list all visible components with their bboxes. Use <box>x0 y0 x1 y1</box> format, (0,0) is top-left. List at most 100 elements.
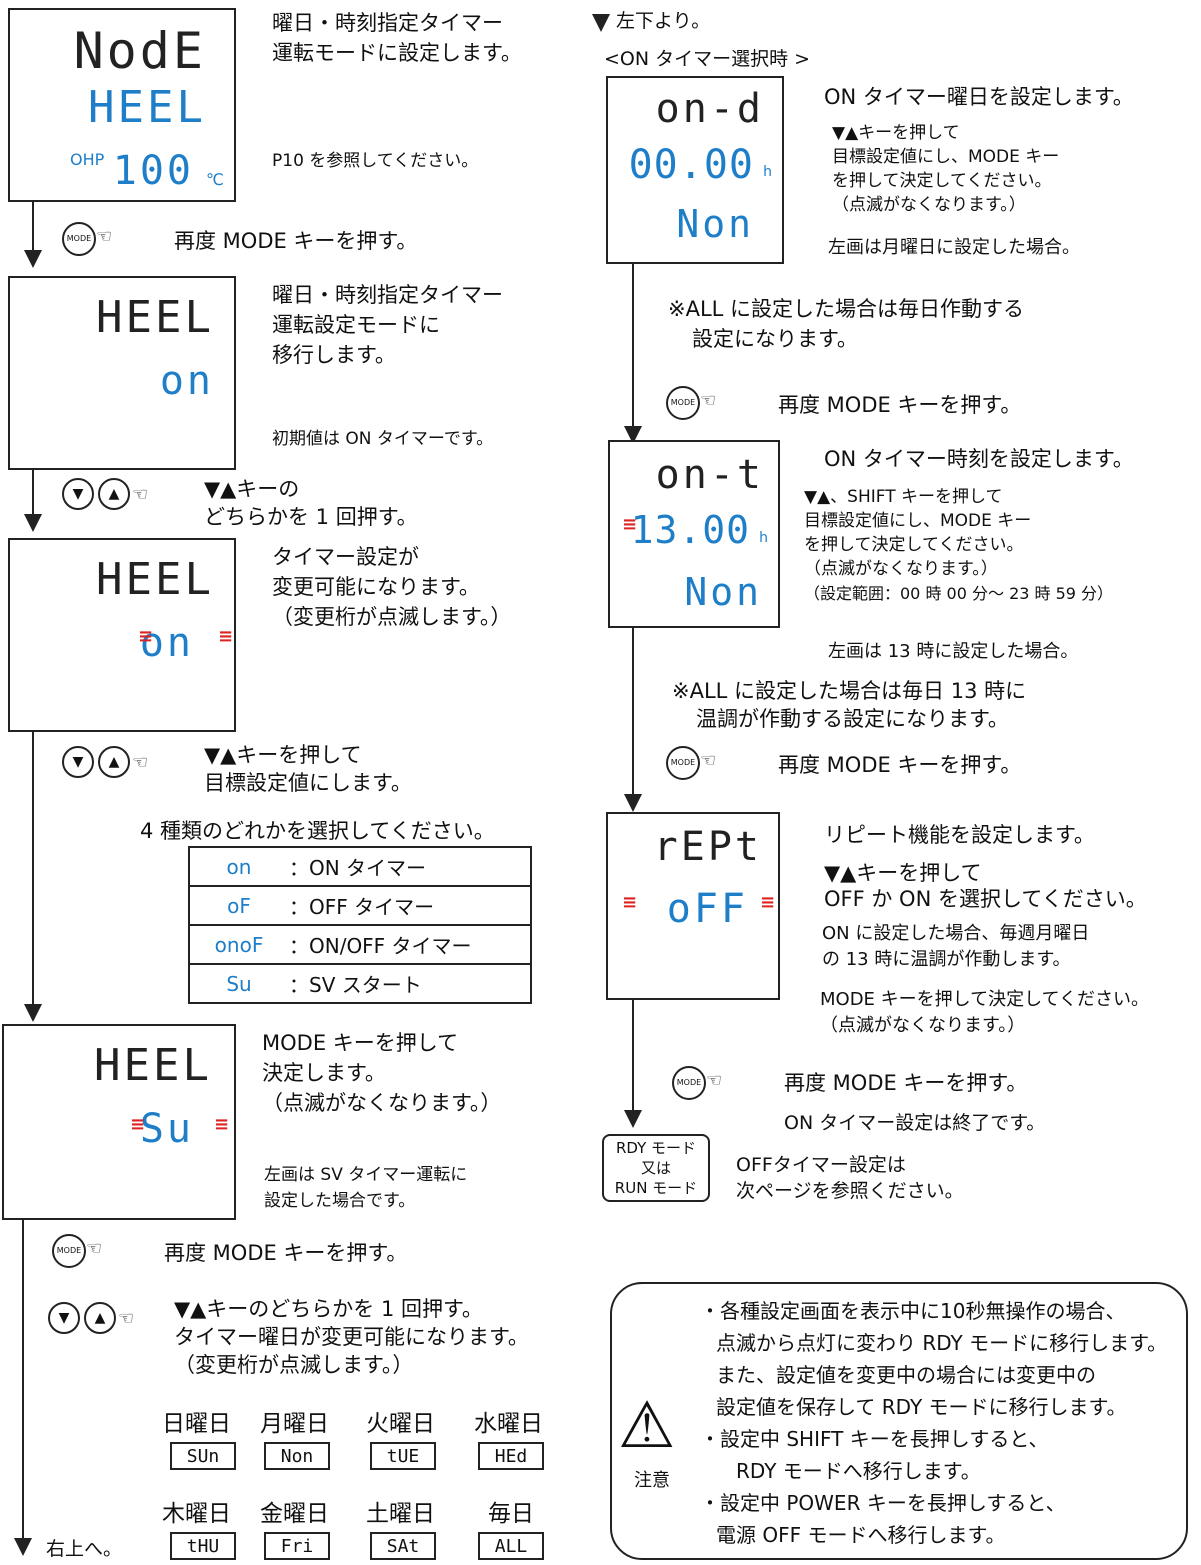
all-note1-line1: ※ALL に設定した場合は毎日作動する <box>668 297 1025 321</box>
off-ref-line2: 次ページを参照ください。 <box>736 1180 964 1202</box>
press-hand-icon: ☜ <box>96 226 113 247</box>
desc7c-line2: の 13 時に温調が作動します。 <box>822 949 1071 970</box>
flow-line <box>632 1000 634 1112</box>
desc7d-line1: MODE キーを押して決定してください。 <box>820 989 1150 1010</box>
desc7c-line1: ON に設定した場合、毎週月曜日 <box>822 923 1090 944</box>
day-code: ALL <box>478 1532 544 1560</box>
blink-marks-icon: ≡ <box>760 892 776 913</box>
desc5b-line2: 目標設定値にし、MODE キー <box>832 147 1060 167</box>
desc6b-line4: （点滅がなくなります。） <box>804 559 998 579</box>
caution-line5: ・設定中 SHIFT キーを長押しすると、 <box>700 1427 1049 1451</box>
day-label: 土曜日 <box>366 1501 435 1527</box>
desc1-line1: 曜日・時刻指定タイマー <box>272 11 503 35</box>
desc4-line1: MODE キーを押して <box>262 1031 459 1055</box>
ref1: P10 を参照してください。 <box>272 151 479 171</box>
lcd-display-on-day: on-d 00.00 h Non <box>606 76 784 264</box>
option-code: onoF <box>188 924 288 965</box>
option-row: on ：ON タイマー <box>188 846 532 887</box>
day-code: tHU <box>170 1532 236 1560</box>
caution-line8: 電源 OFF モードへ移行します。 <box>716 1523 1006 1547</box>
all-note2-line2: 温調が作動する設定になります。 <box>696 707 1009 731</box>
mode-key-icon: MODE <box>672 1066 706 1100</box>
option-row: onoF ：ON/OFF タイマー <box>188 924 532 965</box>
step-mode1: 再度 MODE キーを押す。 <box>174 229 418 253</box>
lcd-display-on-time: on-t 13.00 h ≡ Non <box>608 440 780 628</box>
lcd-top-text: HEEL <box>96 292 214 343</box>
lcd-mid-text: 13.00 <box>630 508 750 552</box>
down-key-icon: ▼ <box>62 478 94 510</box>
flow-line <box>632 628 634 796</box>
rdy-run-mode-box: RDY モード 又は RUN モード <box>602 1134 710 1202</box>
desc6: ON タイマー時刻を設定します。 <box>824 447 1134 471</box>
day-label: 毎日 <box>488 1501 534 1527</box>
caution-panel: ⚠ 注意 ・各種設定画面を表示中に10秒無操作の場合、 点滅から点灯に変わり R… <box>610 1282 1188 1560</box>
option-label: ：SV スタート <box>288 963 532 1004</box>
step-arrow1-line1: ▼▲キーの <box>204 477 300 501</box>
lcd-top-text: NodE <box>73 22 206 80</box>
note4-line1: 左画は SV タイマー運転に <box>264 1165 468 1185</box>
lcd-mid-text: 00.00 <box>628 142 754 188</box>
all-note2-line1: ※ALL に設定した場合は毎日 13 時に <box>672 679 1027 703</box>
lcd-display-week-on: HEEL on <box>8 276 236 470</box>
desc5: ON タイマー曜日を設定します。 <box>824 85 1134 109</box>
option-code: Su <box>188 963 288 1004</box>
step-mode3: 再度 MODE キーを押す。 <box>778 393 1022 417</box>
lcd-bot-text: Non <box>676 202 754 246</box>
desc3-line2: 変更可能になります。 <box>272 575 480 599</box>
day-label: 火曜日 <box>366 1411 435 1437</box>
day-code: Fri <box>264 1532 330 1560</box>
day-label: 日曜日 <box>162 1411 231 1437</box>
day-code: SUn <box>170 1442 236 1470</box>
up-key-icon: ▲ <box>84 1302 116 1334</box>
option-label: ：ON/OFF タイマー <box>288 924 532 965</box>
desc2-line1: 曜日・時刻指定タイマー <box>272 283 503 307</box>
warning-triangle-icon: ⚠ <box>618 1389 676 1463</box>
option-row: Su ：SV スタート <box>188 963 532 1004</box>
step-mode5: 再度 MODE キーを押す。 <box>784 1071 1028 1095</box>
press-hand-icon: ☜ <box>86 1238 103 1259</box>
note6: 左画は 13 時に設定した場合。 <box>828 641 1079 662</box>
blink-marks-icon: ≡ <box>214 1114 230 1135</box>
day-code: Non <box>264 1442 330 1470</box>
mode-options-table: on ：ON タイマー oF ：OFF タイマー onoF ：ON/OFF タイ… <box>188 846 532 1004</box>
rdy-line3: RUN モード <box>614 1179 698 1197</box>
flow-arrowhead <box>624 1110 642 1128</box>
option-row: oF ：OFF タイマー <box>188 885 532 926</box>
desc1-line2: 運転モードに設定します。 <box>272 41 522 65</box>
from-left-text: 左下より。 <box>616 10 711 32</box>
step-arrow3-line1: ▼▲キーのどちらかを 1 回押す。 <box>174 1297 483 1321</box>
desc3-line1: タイマー設定が <box>272 545 419 569</box>
desc6b-line1: ▼▲、SHIFT キーを押して <box>804 487 1003 507</box>
caution-line2: 点滅から点灯に変わり RDY モードに移行します。 <box>716 1331 1168 1355</box>
desc3-line3: （変更桁が点滅します。） <box>272 605 512 629</box>
press-hand-icon: ☜ <box>118 1308 135 1329</box>
step-arrow3-line3: （変更桁が点滅します。） <box>174 1353 414 1377</box>
down-key-icon: ▼ <box>48 1302 80 1334</box>
flow-arrowhead <box>14 1538 32 1556</box>
flow-line <box>32 856 34 1006</box>
down-key-icon: ▼ <box>62 746 94 778</box>
lcd-bot-text: oFF <box>666 886 748 932</box>
flow-arrowhead <box>24 1004 42 1022</box>
flow-arrowhead <box>24 250 42 268</box>
step-arrow2-line2: 目標設定値にします。 <box>204 771 412 795</box>
lcd-top-text: HEEL <box>96 554 214 605</box>
day-label: 金曜日 <box>260 1501 329 1527</box>
day-label: 木曜日 <box>162 1501 231 1527</box>
option-code: on <box>188 846 288 887</box>
press-hand-icon: ☜ <box>132 484 149 505</box>
caution-line1: ・各種設定画面を表示中に10秒無操作の場合、 <box>700 1299 1126 1323</box>
mode-key-icon: MODE <box>666 746 700 780</box>
mode-key-icon: MODE <box>666 386 700 420</box>
desc5b-line4: （点滅がなくなります。） <box>832 195 1026 215</box>
lcd-hour-unit: h <box>759 530 768 546</box>
blink-marks-icon: ≡ <box>218 626 234 647</box>
desc2-line2: 運転設定モードに <box>272 313 440 337</box>
up-key-icon: ▲ <box>98 746 130 778</box>
day-label: 月曜日 <box>260 1411 329 1437</box>
lcd-bot-text: Su <box>139 1106 194 1152</box>
blink-marks-icon: ≡ <box>130 1114 146 1135</box>
flow-line <box>32 732 34 856</box>
desc4-line2: 決定します。 <box>262 1061 386 1085</box>
flow-arrowhead <box>624 794 642 812</box>
